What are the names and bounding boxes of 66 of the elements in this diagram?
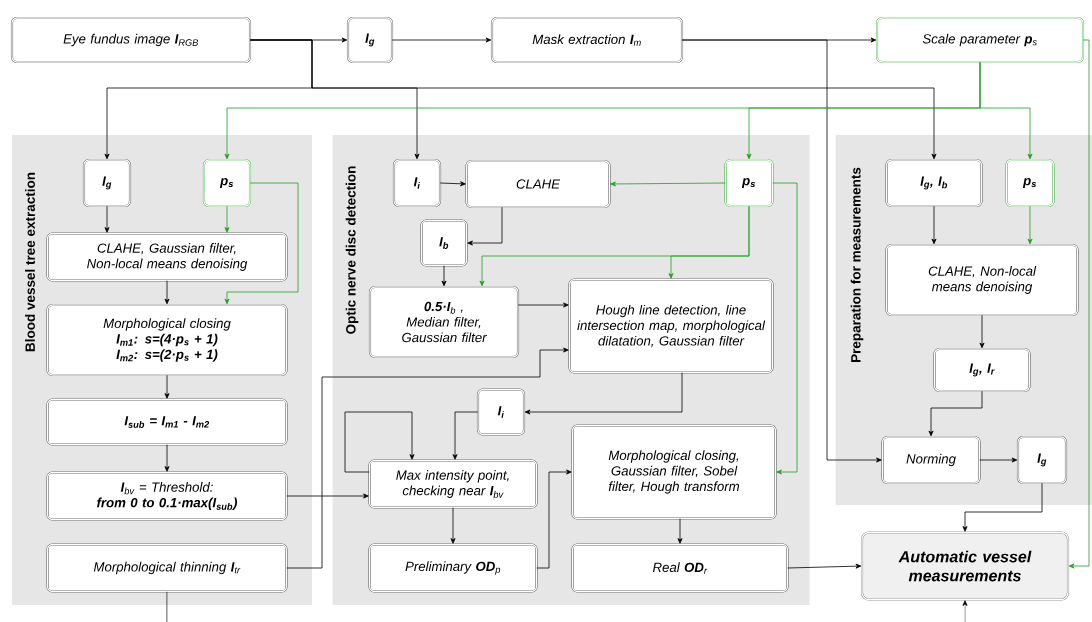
arrow: [681, 39, 882, 463]
arrow: [452, 411, 479, 460]
process-box: Morphological closing, Gaussian filter, Sobel filter, Hough transform: [571, 424, 777, 520]
process-box: I$_{b}$: [420, 219, 468, 267]
panel-heading: Blood vessel tree extraction: [25, 172, 35, 352]
process-box: I$_{g}$: [346, 16, 394, 64]
process-box: 0.5·I$_{b}$ , Median filter, Gaussian filter: [368, 285, 520, 359]
process-box: I$_{g}$, I$_{r}$: [933, 347, 1031, 393]
process-box: I$_{i}$: [476, 388, 526, 436]
arrow: [249, 39, 937, 160]
arrow: [772, 182, 798, 475]
parameter-box: p$_{s}$: [1005, 158, 1055, 208]
arrow: [931, 205, 937, 245]
process-box: I$_{g}$: [1016, 435, 1068, 485]
arrow: [787, 563, 862, 569]
arrow: [224, 205, 230, 233]
arrow: [962, 482, 1043, 532]
arrow: [524, 372, 683, 415]
arrow: [517, 302, 569, 308]
arrow: [104, 205, 110, 233]
process-box: Morphological thinning I$_{tr}$: [46, 543, 288, 593]
arrow: [979, 61, 1033, 160]
arrow: [1027, 205, 1033, 245]
process-box: Max intensity point, checking near I$_{bv}$: [368, 459, 538, 509]
process-box: I$_{sub}$ = I$_{m1}$ - I$_{m2}$: [46, 398, 288, 446]
process-box: Norming: [881, 435, 981, 485]
arrow: [668, 205, 750, 279]
parameter-box: Scale parameter p$_{s}$: [875, 16, 1085, 64]
parameter-box: p$_{s}$: [202, 158, 252, 208]
arrow: [164, 374, 170, 399]
arrow: [536, 469, 572, 569]
panel-heading: Preparation for measurements: [850, 167, 864, 362]
arrow: [439, 181, 466, 187]
arrow: [344, 411, 415, 473]
arrow: [467, 206, 503, 246]
arrow: [164, 280, 170, 305]
arrow: [677, 518, 683, 544]
arrow: [979, 457, 1018, 463]
arrow: [1068, 39, 1090, 569]
arrow: [928, 390, 983, 437]
process-box: I$_{g}$, I$_{b}$: [885, 158, 983, 208]
process-box: I$_{bv}$ = Threshold: from 0 to 0.1·max(I$_{sub}$): [46, 471, 288, 521]
result-box: Automatic vessel measurements: [860, 531, 1070, 601]
process-box: Hough line detection, line intersection map, morphological dilatation, Gaussian filter: [568, 278, 774, 374]
process-box: I$_{g}$: [82, 158, 132, 208]
process-box: Morphological closing I$_{m1}$: s=(4·p$_{s}$ + 1) I$_{m2}$: s=(2·p$_{s}$ + 1): [46, 303, 288, 377]
arrow: [224, 182, 299, 305]
connector-line: [166, 591, 168, 622]
arrow: [450, 507, 456, 544]
arrow: [391, 37, 492, 43]
arrow: [164, 444, 170, 472]
panel-heading: Optic nerve disc detection: [345, 166, 359, 334]
process-box: Preliminary OD$_{p}$: [368, 543, 538, 593]
process-box: I$_{i}$: [392, 158, 442, 208]
parameter-box: p$_{s}$: [724, 158, 774, 208]
process-box: CLAHE: [465, 159, 611, 209]
arrow: [441, 265, 447, 287]
arrow: [286, 493, 369, 499]
process-box: Eye fundus image I$_{RGB}$: [10, 16, 252, 64]
process-box: CLAHE, Gaussian filter, Non-local means denoising: [46, 232, 288, 282]
arrow: [979, 314, 985, 349]
process-box: Mask extraction I$_{m}$: [490, 16, 684, 64]
arrow: [610, 181, 726, 187]
process-box: CLAHE, Non-local means denoising: [885, 243, 1079, 317]
arrow: [286, 347, 569, 569]
process-box: Real OD$_{r}$: [571, 543, 789, 593]
